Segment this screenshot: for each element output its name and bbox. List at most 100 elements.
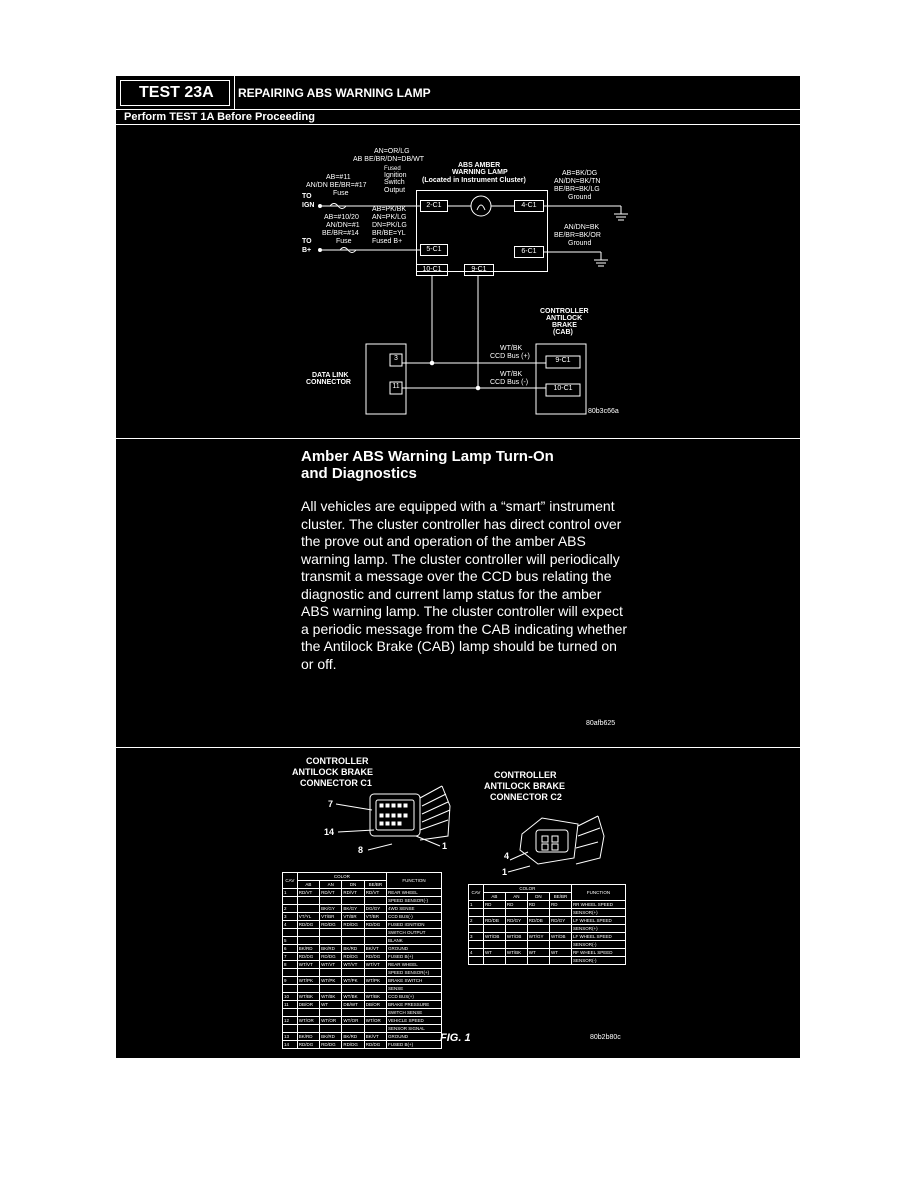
cav-cell: 6 (282, 944, 298, 953)
fused-label: Fused (384, 166, 401, 172)
c1-title: ANTILOCK BRAKE (292, 767, 373, 777)
color-header: COLOR (482, 884, 572, 893)
color-cell: RD/DG (363, 952, 388, 961)
wire-label: DN=PK/LG (372, 222, 407, 229)
function-cell: CCD BUS(-) (386, 912, 442, 921)
color-cell: BK/RD (296, 944, 321, 953)
color-cell (363, 984, 388, 993)
color-cell: RD/VT (341, 888, 365, 897)
color-cell (482, 940, 506, 949)
color-cell: WT/OR (319, 1016, 343, 1025)
color-cell: DB/OR (296, 1000, 321, 1009)
cav-cell (282, 984, 298, 993)
color-cell (363, 896, 388, 905)
test-frame: TEST 23A REPAIRING ABS WARNING LAMP Perf… (114, 74, 802, 1060)
wire-label: AB=BK/DG (562, 170, 598, 177)
color-cell (549, 924, 572, 933)
heading-line: Amber ABS Warning Lamp Turn-On (301, 448, 554, 465)
cav-cell: 7 (282, 952, 298, 961)
to-b-label: B+ (302, 247, 312, 254)
figure-label: FIG. 1 (440, 1032, 471, 1044)
color-cell (296, 896, 321, 905)
c2-title: CONTROLLER (494, 770, 557, 780)
color-cell: RD/VT (363, 888, 388, 897)
cav-cell (468, 908, 484, 917)
fuse-label: Fuse (333, 190, 349, 197)
cav-cell: 1 (468, 900, 484, 909)
color-cell (549, 908, 572, 917)
function-cell: GROUND (386, 1032, 442, 1041)
function-cell: SWITCH OUTPUT (386, 928, 442, 937)
controller-label: (CAB) (553, 329, 573, 336)
c2-pin-label-1: 1 (502, 867, 508, 877)
function-cell: SENSOR(+) (570, 908, 627, 917)
color-cell: WT/PK (341, 976, 365, 985)
color-cell (341, 936, 365, 945)
color-cell: BK/VT (363, 1032, 388, 1041)
function-cell: SPEED SENSOR(-) (386, 896, 442, 905)
color-cell: RD (504, 900, 528, 909)
color-cell: WT/BK (504, 948, 528, 957)
col-header: AN (504, 892, 528, 901)
cav-cell: 1 (282, 888, 298, 897)
function-cell: SENSE (386, 984, 442, 993)
color-cell: DB/OR (363, 1000, 388, 1009)
color-cell: VT/BR (341, 912, 365, 921)
cav-cell: 3 (468, 932, 484, 941)
color-cell: WT/DB (504, 932, 528, 941)
color-cell (363, 968, 388, 977)
test-title: REPAIRING ABS WARNING LAMP (238, 86, 431, 100)
lamp-title: WARNING LAMP (452, 169, 508, 176)
color-cell: RD/DG (319, 1040, 343, 1049)
table-row: SENSE (282, 984, 442, 993)
table-row: SENSOR(+) (468, 908, 627, 917)
connector-c2-drawing (519, 815, 605, 865)
color-cell: DG/GY (363, 904, 388, 913)
color-cell (504, 956, 528, 965)
color-cell: WT/BK (363, 992, 388, 1001)
color-cell (319, 968, 343, 977)
c1-pin-label-14: 14 (324, 827, 335, 837)
color-cell (319, 928, 343, 937)
table-row: SENSOR(-) (468, 940, 627, 949)
dlc-pin-3: 3 (394, 355, 398, 362)
pin-6c1: 6-C1 (514, 246, 544, 258)
color-cell: RD/GY (504, 916, 528, 925)
body-text: All vehicles are equipped with a “smart”… (301, 498, 628, 672)
function-cell: SENSOR(+) (570, 924, 627, 933)
color-cell (482, 908, 506, 917)
wire-label: AN/DN BE/BR=#17 (306, 182, 367, 189)
cav-cell: 9 (282, 976, 298, 985)
color-cell: VT/BR (363, 912, 388, 921)
color-cell: WT/BK (341, 992, 365, 1001)
color-cell: WT/DB (549, 932, 572, 941)
function-cell: 4WD SENSE (386, 904, 442, 913)
function-cell: GROUND (386, 944, 442, 953)
function-cell: FUSED B(+) (386, 952, 442, 961)
function-cell: FUSED IGNITION (386, 920, 442, 929)
function-cell: SENSOR(-) (570, 956, 627, 965)
wire-label: AN/DN=BK (564, 224, 600, 231)
color-cell: VT/BR (319, 912, 343, 921)
c1-title: CONNECTOR C1 (300, 778, 372, 788)
wire-label: AB BE/BR/DN=DB/WT (353, 156, 424, 163)
table-row: SENSOR(-) (468, 956, 627, 965)
to-ign-label: TO (302, 193, 312, 200)
instrument-cluster-box (416, 190, 548, 272)
color-cell: RD (482, 900, 506, 909)
color-cell (504, 924, 528, 933)
wiring-lines (318, 195, 628, 415)
cav-cell (468, 940, 484, 949)
dlc-label: DATA LINK (312, 372, 349, 379)
text-ref: 80afb625 (586, 720, 616, 727)
pin-9c1: 9-C1 (464, 264, 494, 276)
color-cell: RD (549, 900, 572, 909)
output-label: Output (384, 187, 406, 194)
